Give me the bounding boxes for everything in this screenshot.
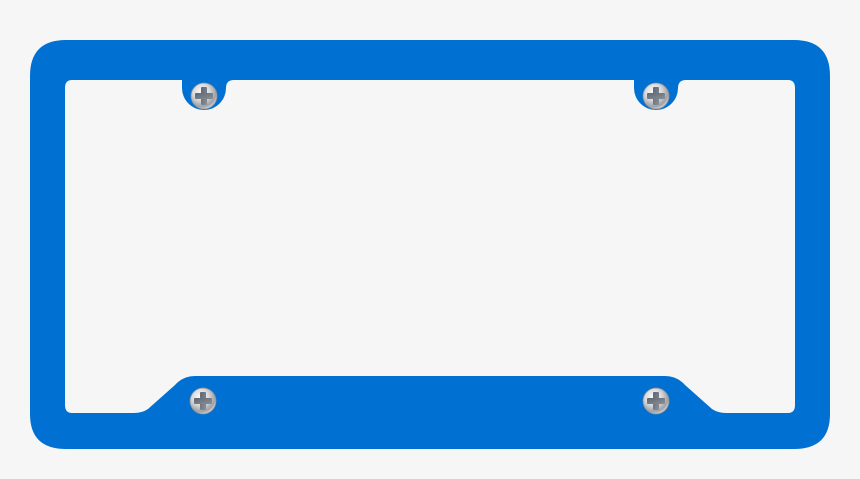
screw-icon [642,387,670,415]
screw-icon [189,387,217,415]
frame-body [30,40,830,449]
screw-icon [190,82,218,110]
screw-icon [642,82,670,110]
